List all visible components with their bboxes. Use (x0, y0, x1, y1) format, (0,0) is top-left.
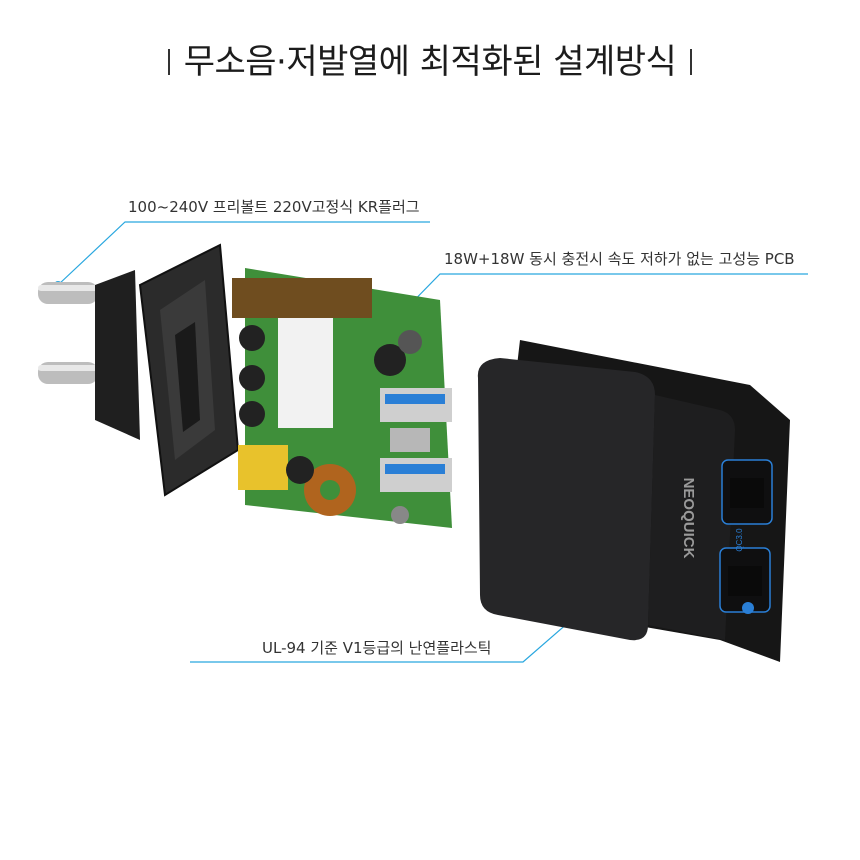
heading-divider-left (167, 49, 170, 75)
pcb-board (232, 268, 452, 528)
brand-logo-text: NEOQUICK (680, 478, 697, 559)
heading-divider-right (690, 49, 693, 75)
pcb-callout-line (394, 273, 808, 321)
port-label-text: QC3.0 (735, 528, 744, 552)
plug-pins (38, 282, 98, 384)
shell-callout-text: UL-94 기준 V1등급의 난연플라스틱 (262, 639, 492, 657)
page-heading: 무소음·저발열에 최적화된 설계방식 (0, 34, 860, 83)
charger-body (477, 340, 790, 662)
heading-text: 무소음·저발열에 최적화된 설계방식 (183, 42, 677, 82)
plug-callout-line (57, 221, 430, 286)
pcb-callout-text: 18W+18W 동시 충전시 속도 저하가 없는 고성능 PCB (444, 250, 795, 268)
plug-body (95, 270, 140, 440)
plug-callout-text: 100~240V 프리볼트 220V고정식 KR플러그 (128, 198, 420, 216)
